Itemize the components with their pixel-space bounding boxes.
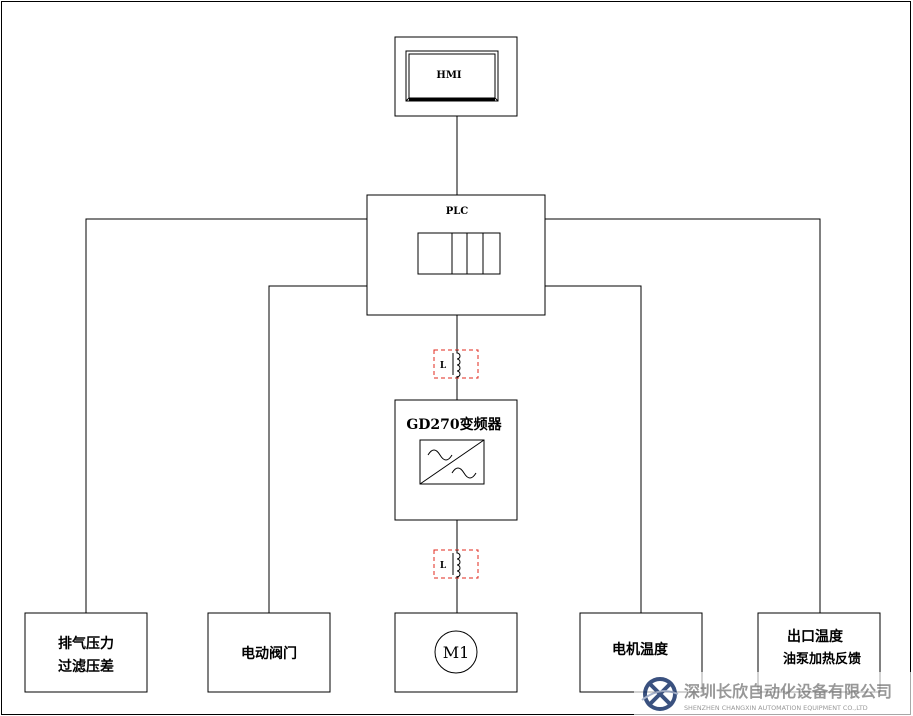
inverter-block: GD270变频器 — [394, 399, 518, 521]
hmi-screen-inner — [408, 53, 496, 99]
plc-block: PLC — [366, 194, 546, 316]
motor-box — [394, 612, 518, 693]
reactor-top-frame — [433, 349, 479, 379]
hmi-screen-outer — [405, 50, 499, 102]
plc-module-rack — [417, 232, 501, 275]
sine-wave-icon — [427, 449, 453, 461]
inductor-coil-icon — [456, 350, 461, 378]
wire-plc-motor-temp — [545, 285, 642, 613]
motor-icon — [434, 630, 478, 674]
exhaust-sensor-line2: 过滤压差 — [58, 658, 114, 675]
converter-diagonal — [419, 439, 485, 485]
hmi-bevel-left — [405, 97, 410, 102]
wire-plc-exhaust — [85, 218, 367, 613]
valve-label: 电动阀门 — [241, 645, 297, 662]
valve-box — [207, 612, 331, 693]
inverter-label: GD270变频器 — [406, 416, 502, 433]
watermark-company-cn: 深圳长欣自动化设备有限公司 — [684, 682, 892, 701]
reactor-top-mask — [452, 352, 462, 376]
reactor-top: L — [433, 349, 479, 379]
reactor-bottom-mask — [452, 552, 462, 576]
watermark-backdrop — [634, 672, 913, 716]
ac-ac-converter-icon — [419, 439, 485, 485]
reactor-bottom-frame — [433, 549, 479, 579]
reactor-top-label: L — [440, 361, 447, 371]
wiring — [85, 116, 821, 613]
inverter-box — [394, 399, 518, 521]
outlet-line2: 油泵加热反馈 — [783, 651, 861, 667]
reactor-bottom: L — [433, 549, 479, 579]
valve-block: 电动阀门 — [207, 612, 331, 693]
plc-label: PLC — [446, 206, 469, 217]
motor-temp-label: 电机温度 — [612, 641, 669, 658]
hmi-block: HMI — [394, 36, 518, 117]
hmi-bevel-right — [494, 97, 499, 102]
exhaust-sensor-line1: 排气压力 — [58, 635, 114, 652]
outlet-line1: 出口温度 — [787, 628, 844, 645]
wire-plc-outlet — [545, 218, 821, 613]
company-watermark: 深圳长欣自动化设备有限公司 SHENZHEN CHANGXIN AUTOMATI… — [634, 672, 913, 716]
motor-block: M1 — [394, 612, 518, 693]
exhaust-sensor-block: 排气压力 过滤压差 — [24, 612, 148, 693]
hmi-label: HMI — [436, 70, 462, 81]
plc-box — [366, 194, 546, 316]
sine-wave-icon — [451, 467, 477, 479]
plc-rack-frame — [417, 232, 501, 275]
company-logo-icon — [641, 677, 679, 711]
wire-plc-valve — [268, 285, 367, 613]
inductor-coil-icon — [456, 550, 461, 578]
exhaust-sensor-box — [24, 612, 148, 693]
reactor-bottom-label: L — [440, 561, 447, 571]
watermark-company-en: SHENZHEN CHANGXIN AUTOMATION EQUIPMENT C… — [684, 704, 868, 712]
converter-frame — [419, 439, 485, 485]
hmi-box — [394, 36, 518, 117]
motor-label: M1 — [443, 643, 470, 662]
